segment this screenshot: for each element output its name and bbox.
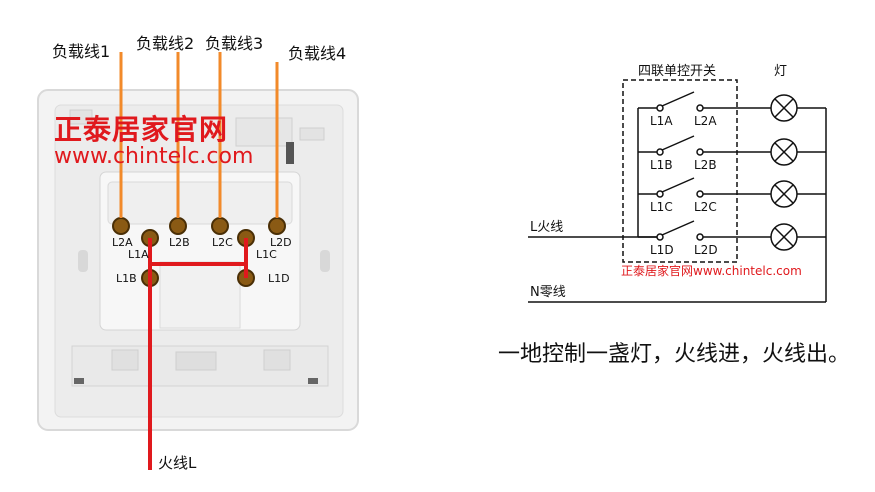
- live-line-label: L火线: [530, 220, 564, 235]
- watermark-brand-cn: 正泰居家官网: [54, 113, 229, 146]
- switch-label-left: L1B: [650, 158, 673, 172]
- watermark-brand-url: www.chintelc.com: [54, 144, 254, 169]
- lamp-icon: [770, 223, 798, 251]
- switch-row-2: [638, 135, 826, 166]
- lamp-icon: [770, 138, 798, 166]
- live-wire-label: 火线L: [158, 454, 197, 472]
- terminal-label-l1d: L1D: [268, 272, 290, 285]
- switch-blade: [661, 177, 695, 193]
- terminal-label-l2a: L2A: [112, 236, 133, 249]
- neutral-line-label: N零线: [530, 285, 566, 300]
- load-label-4: 负载线4: [288, 44, 347, 63]
- switch-contact-right: [696, 190, 704, 198]
- switch-blade: [661, 135, 695, 151]
- caption: 一地控制一盏灯，火线进，火线出。: [498, 342, 851, 367]
- load-wires: [119, 52, 279, 218]
- switch-label-right: L2C: [694, 200, 717, 214]
- load-label-2: 负载线2: [136, 34, 195, 53]
- switch-label-right: L2D: [694, 243, 718, 257]
- switch-contact-left: [656, 190, 664, 198]
- terminal-label-l1c: L1C: [256, 248, 277, 261]
- load-label-1: 负载线1: [52, 42, 111, 61]
- switch-box: [622, 79, 738, 263]
- switch-contact-left: [656, 104, 664, 112]
- switch-label-right: L2A: [694, 114, 717, 128]
- switch-label-right: L2B: [694, 158, 717, 172]
- switch-rows: [638, 91, 826, 251]
- lamp-title: 灯: [774, 64, 788, 79]
- schematic-watermark: 正泰居家官网www.chintelc.com: [621, 264, 802, 278]
- switch-row-1: [638, 91, 826, 122]
- lamp-icon: [770, 94, 798, 122]
- switch-box-title: 四联单控开关: [638, 64, 717, 79]
- schematic: [528, 79, 827, 303]
- terminal-label-l2c: L2C: [212, 236, 233, 249]
- switch-contact-left: [656, 148, 664, 156]
- terminal-label-l2b: L2B: [169, 236, 190, 249]
- switch-contact-right: [696, 148, 704, 156]
- switch-row-4: [638, 220, 826, 251]
- switch-contact-right: [696, 104, 704, 112]
- switch-contact-left: [656, 233, 664, 241]
- switch-label-left: L1C: [650, 200, 673, 214]
- terminal-label-l2d: L2D: [270, 236, 292, 249]
- switch-label-left: L1D: [650, 243, 674, 257]
- load-label-3: 负载线3: [205, 34, 264, 53]
- switch-contact-right: [696, 233, 704, 241]
- switch-row-3: [638, 177, 826, 208]
- switch-label-left: L1A: [650, 114, 673, 128]
- switch-blade: [661, 220, 695, 236]
- terminal-label-l1a: L1A: [128, 248, 149, 261]
- lamp-icon: [770, 180, 798, 208]
- terminal-label-l1b: L1B: [116, 272, 137, 285]
- switch-blade: [661, 91, 695, 107]
- live-wires: [148, 238, 248, 470]
